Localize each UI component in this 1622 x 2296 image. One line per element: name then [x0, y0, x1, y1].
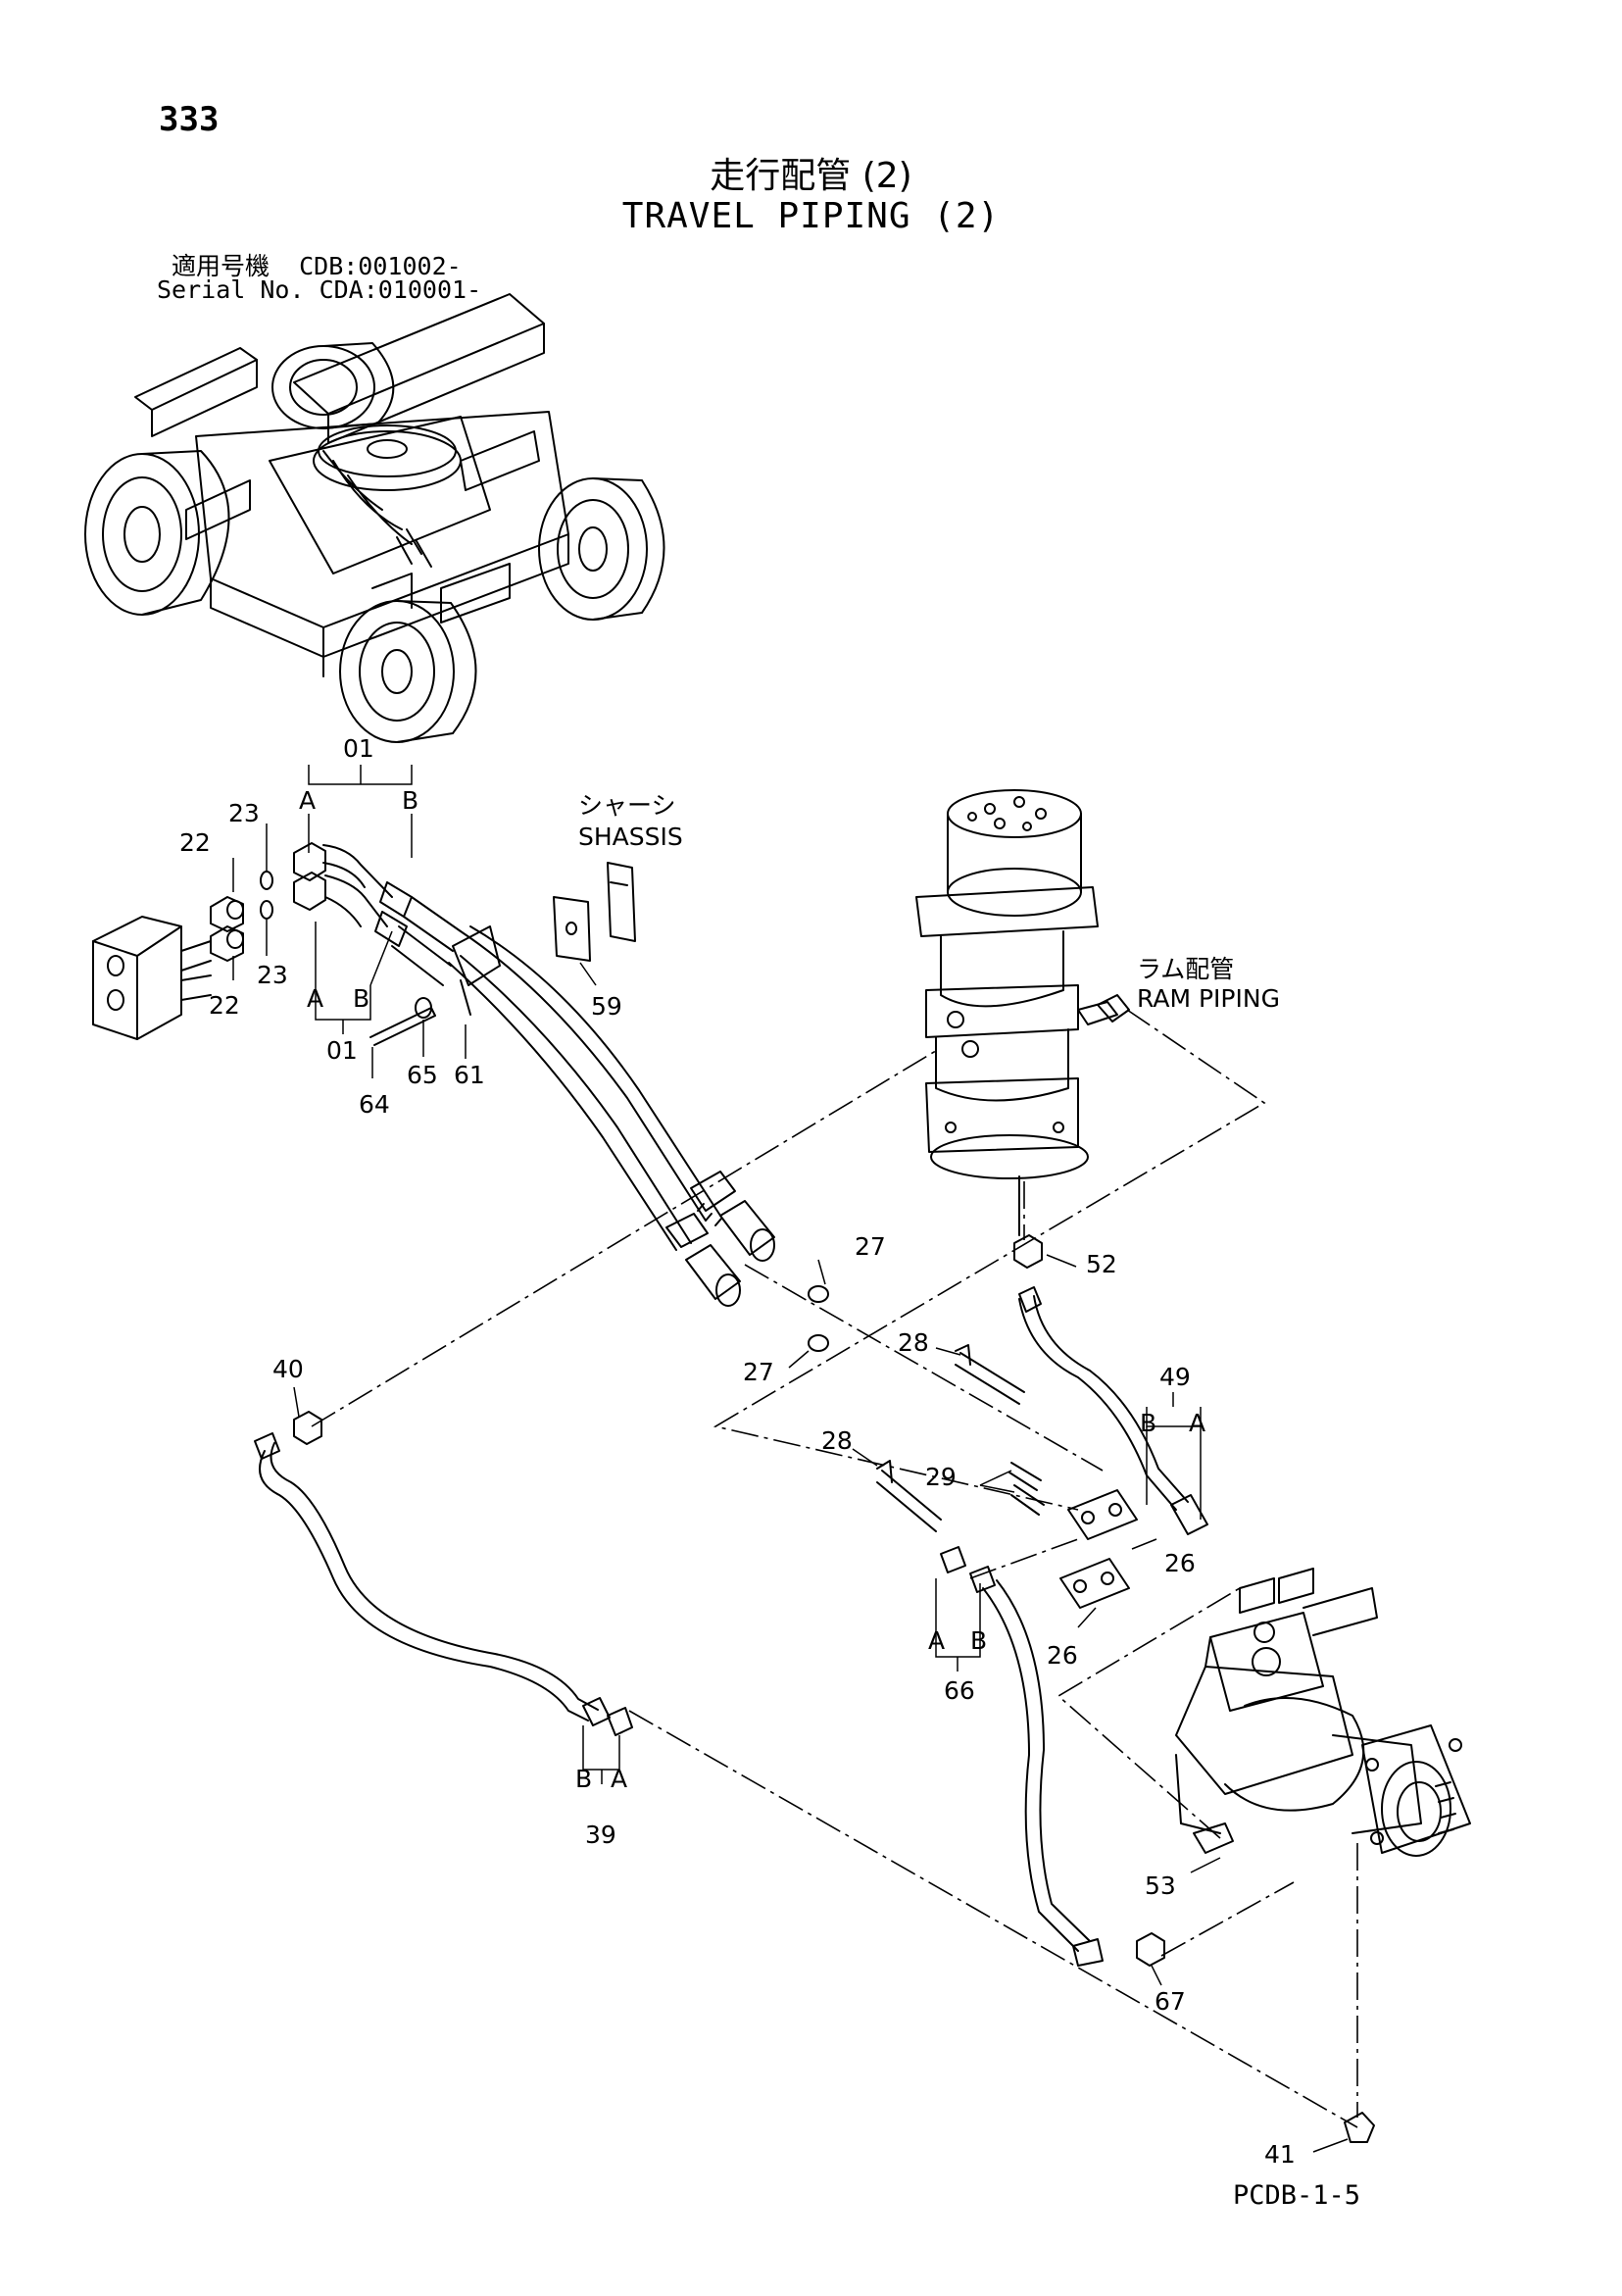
callout-67: 67	[1155, 1987, 1186, 2016]
hose-assembly-49	[1018, 1286, 1208, 1535]
port-label-b: B	[575, 1765, 592, 1793]
adapter-fitting	[210, 896, 244, 962]
ram-piping-label-japanese: ラム配管	[1137, 955, 1234, 983]
port-label-b: B	[353, 984, 369, 1013]
callout-23: 23	[228, 799, 260, 827]
serial-number: Serial No. CDA:010001-	[157, 275, 482, 304]
callout-22: 22	[209, 991, 240, 1020]
callout-64: 64	[359, 1090, 390, 1119]
adapter-fitting	[1344, 2112, 1375, 2143]
machine-overview-illustration	[84, 293, 665, 743]
callout-01: 01	[326, 1036, 358, 1065]
callout-39: 39	[585, 1821, 616, 1849]
callout-61: 61	[454, 1061, 485, 1089]
elbow-fitting	[1097, 994, 1130, 1023]
o-ring	[808, 1334, 829, 1352]
chassis-plate	[553, 862, 636, 962]
callout-53: 53	[1145, 1872, 1176, 1900]
washer	[415, 997, 432, 1019]
phantom-lines	[311, 1009, 1358, 2128]
port-label-a: A	[928, 1626, 945, 1655]
port-label-a: A	[1189, 1409, 1205, 1437]
page-title-english: TRAVEL PIPING (2)	[621, 196, 1001, 236]
adapter-fitting	[1136, 1932, 1165, 1967]
callout-26: 26	[1164, 1549, 1196, 1577]
chassis-label-japanese: シャーシ	[578, 791, 676, 820]
callout-52: 52	[1086, 1250, 1117, 1278]
bolt	[369, 1007, 436, 1046]
page-title-japanese: 走行配管 (2)	[710, 156, 912, 196]
callout-26: 26	[1047, 1641, 1078, 1670]
port-label-b: B	[1140, 1409, 1156, 1437]
valve-block	[92, 916, 212, 1040]
callout-27: 27	[743, 1358, 774, 1386]
callout-27: 27	[855, 1232, 886, 1261]
bolt	[1010, 1484, 1045, 1516]
callout-66: 66	[944, 1676, 975, 1705]
travel-motor	[1175, 1568, 1471, 1857]
port-label-b: B	[970, 1626, 987, 1655]
adapter-fitting	[293, 1411, 322, 1445]
o-ring	[260, 900, 273, 920]
callout-65: 65	[407, 1061, 438, 1089]
port-label-a: A	[307, 984, 323, 1013]
ram-piping-label-english: RAM PIPING	[1137, 984, 1280, 1013]
port-label-a: A	[611, 1765, 627, 1793]
o-ring	[808, 1285, 829, 1303]
bolt	[876, 1460, 942, 1532]
callout-28: 28	[898, 1328, 929, 1357]
chassis-label-english: SHASSIS	[578, 823, 683, 851]
split-flange	[1059, 1558, 1130, 1609]
callout-59: 59	[591, 992, 622, 1021]
hose-assembly-01	[293, 842, 775, 1307]
annotation-labels: シャーシ SHASSIS ラム配管 RAM PIPING	[578, 791, 1280, 1013]
bolt	[955, 1344, 1025, 1405]
split-flange	[1067, 1489, 1138, 1540]
port-label-a: A	[299, 786, 316, 815]
leader-lines	[232, 765, 1349, 2153]
hose-assembly-39	[254, 1432, 633, 1736]
applicable-serial-japanese: 適用号機 CDB:001002-	[172, 252, 462, 280]
adapter-fitting	[1193, 1822, 1234, 1854]
o-ring	[260, 871, 273, 890]
bolt	[1008, 1462, 1042, 1491]
callout-49: 49	[1159, 1363, 1191, 1391]
hose-assembly-66	[940, 1546, 1104, 1967]
callout-22: 22	[179, 828, 211, 857]
callout-40: 40	[272, 1355, 304, 1383]
footer-code: PCDB-1-5	[1233, 2180, 1361, 2211]
callout-01: 01	[343, 734, 374, 763]
callout-23: 23	[257, 961, 288, 989]
page-number: 333	[159, 100, 220, 139]
port-label-b: B	[402, 786, 418, 815]
callout-28: 28	[821, 1426, 853, 1455]
adapter-fitting	[1013, 1234, 1043, 1269]
center-joint	[915, 789, 1118, 1236]
callout-41: 41	[1264, 2140, 1296, 2169]
callout-29: 29	[925, 1463, 957, 1491]
callout-labels: 01 A B 23 22 23 22 A B 01 64 65 61 59 52…	[179, 734, 1296, 2169]
